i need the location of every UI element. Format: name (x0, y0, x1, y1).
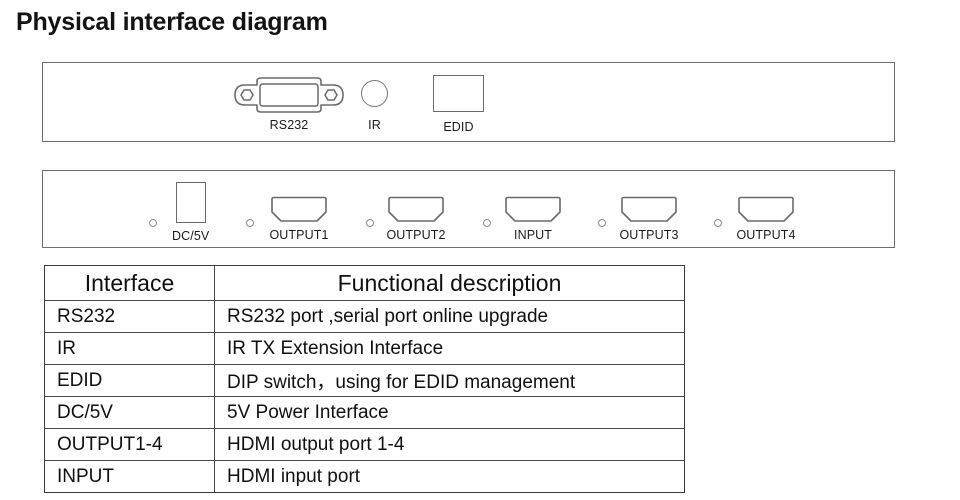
table-cell-interface: INPUT (44, 460, 215, 493)
hdmi-port-icon (385, 196, 447, 223)
table-row: INPUT HDMI input port (44, 460, 685, 493)
rear-port-label-output2: OUTPUT2 (386, 228, 446, 242)
mounting-screw-hole-icon (246, 219, 254, 227)
table-cell-interface: IR (44, 332, 215, 365)
front-port-label-rs232: RS232 (269, 118, 309, 132)
table-header-interface: Interface (44, 265, 215, 301)
table-cell-interface: RS232 (44, 300, 215, 333)
hdmi-port-icon (268, 196, 330, 223)
table-cell-interface: DC/5V (44, 396, 215, 429)
table-cell-interface: EDID (44, 364, 215, 397)
rear-port-label-output1: OUTPUT1 (269, 228, 329, 242)
table-header-row: Interface Functional description (44, 265, 685, 301)
table-header-description: Functional description (214, 265, 685, 301)
rear-port-label-output3: OUTPUT3 (619, 228, 679, 242)
rear-panel-diagram: DC/5V OUTPUT1 OUTPUT2 INPUT (42, 170, 895, 248)
table-row: EDID DIP switch，using for EDID managemen… (44, 364, 685, 397)
front-port-label-ir: IR (368, 118, 381, 132)
rear-port-output4: OUTPUT4 (735, 196, 797, 242)
table-row: RS232 RS232 port ,serial port online upg… (44, 300, 685, 333)
front-port-label-edid: EDID (443, 120, 474, 134)
table-row: IR IR TX Extension Interface (44, 332, 685, 365)
rear-port-label-output4: OUTPUT4 (736, 228, 796, 242)
interface-spec-table: Interface Functional description RS232 R… (44, 265, 685, 493)
table-cell-description: IR TX Extension Interface (214, 332, 685, 365)
mounting-screw-hole-icon (714, 219, 722, 227)
table-cell-description: DIP switch，using for EDID management (214, 364, 685, 397)
table-cell-interface: OUTPUT1-4 (44, 428, 215, 461)
hdmi-port-icon (618, 196, 680, 223)
rear-port-output3: OUTPUT3 (618, 196, 680, 242)
rear-port-output2: OUTPUT2 (385, 196, 447, 242)
front-panel-diagram: RS232 IR EDID (42, 62, 895, 142)
dc-power-jack-icon (175, 182, 206, 223)
rear-port-input: INPUT (502, 196, 564, 242)
mounting-screw-hole-icon (366, 219, 374, 227)
mounting-screw-hole-icon (149, 219, 157, 227)
rear-port-label-dc5v: DC/5V (172, 229, 210, 243)
ir-sensor-circle-icon (361, 80, 388, 107)
table-cell-description: HDMI output port 1-4 (214, 428, 685, 461)
front-port-edid: EDID (433, 75, 484, 134)
table-cell-description: HDMI input port (214, 460, 685, 493)
table-cell-description: RS232 port ,serial port online upgrade (214, 300, 685, 333)
rear-port-label-input: INPUT (514, 228, 552, 242)
mounting-screw-hole-icon (483, 219, 491, 227)
rear-port-dc5v: DC/5V (172, 182, 209, 243)
front-port-ir: IR (361, 80, 388, 132)
hdmi-port-icon (502, 196, 564, 223)
rear-port-output1: OUTPUT1 (268, 196, 330, 242)
hdmi-port-icon (735, 196, 797, 223)
mounting-screw-hole-icon (598, 219, 606, 227)
db9-serial-connector-icon (227, 75, 351, 115)
table-row: OUTPUT1-4 HDMI output port 1-4 (44, 428, 685, 461)
page-title: Physical interface diagram (16, 8, 328, 36)
front-port-rs232: RS232 (227, 75, 351, 132)
dip-switch-rectangle-icon (433, 75, 484, 112)
table-row: DC/5V 5V Power Interface (44, 396, 685, 429)
table-cell-description: 5V Power Interface (214, 396, 685, 429)
